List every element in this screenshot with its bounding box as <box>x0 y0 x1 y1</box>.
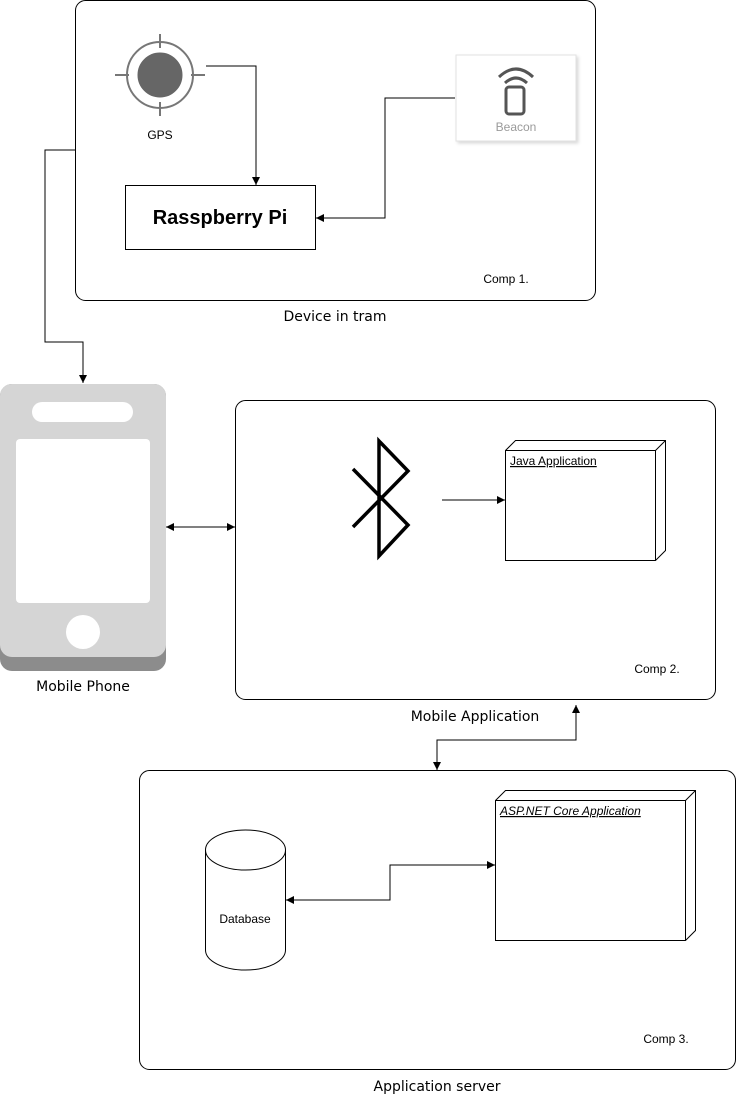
app-server-connector <box>433 705 580 770</box>
comp3-tag: Comp 3. <box>643 1032 688 1046</box>
gps-to-raspberry-connector <box>206 65 260 185</box>
aspnet-application-node <box>495 790 696 941</box>
phone-caption: Mobile Phone <box>36 679 130 695</box>
raspberry-pi-box <box>125 185 316 250</box>
device-to-phone-connector <box>44 149 87 383</box>
java-application-label: Java Application <box>510 454 597 468</box>
comp2-tag: Comp 2. <box>634 662 679 676</box>
gps-icon <box>115 34 205 116</box>
gps-label: GPS <box>147 128 172 142</box>
device-caption: Device in tram <box>283 309 386 325</box>
aspnet-application-label: ASP.NET Core Application <box>499 804 641 818</box>
beacon-icon <box>497 67 535 116</box>
database-cylinder <box>205 829 286 971</box>
database-label: Database <box>219 912 271 926</box>
bluetooth-icon <box>351 436 411 561</box>
beacon-to-raspberry-connector <box>316 97 455 222</box>
database-aspnet-connector <box>286 861 495 904</box>
mobile-phone-icon <box>0 384 166 671</box>
comp1-tag: Comp 1. <box>483 272 528 286</box>
beacon-label: Beacon <box>496 120 537 134</box>
raspberry-pi-label: Rasspberry Pi <box>153 207 288 229</box>
mobile-app-caption: Mobile Application <box>411 709 540 725</box>
java-application-node <box>505 440 666 561</box>
server-caption: Application server <box>374 1079 501 1095</box>
